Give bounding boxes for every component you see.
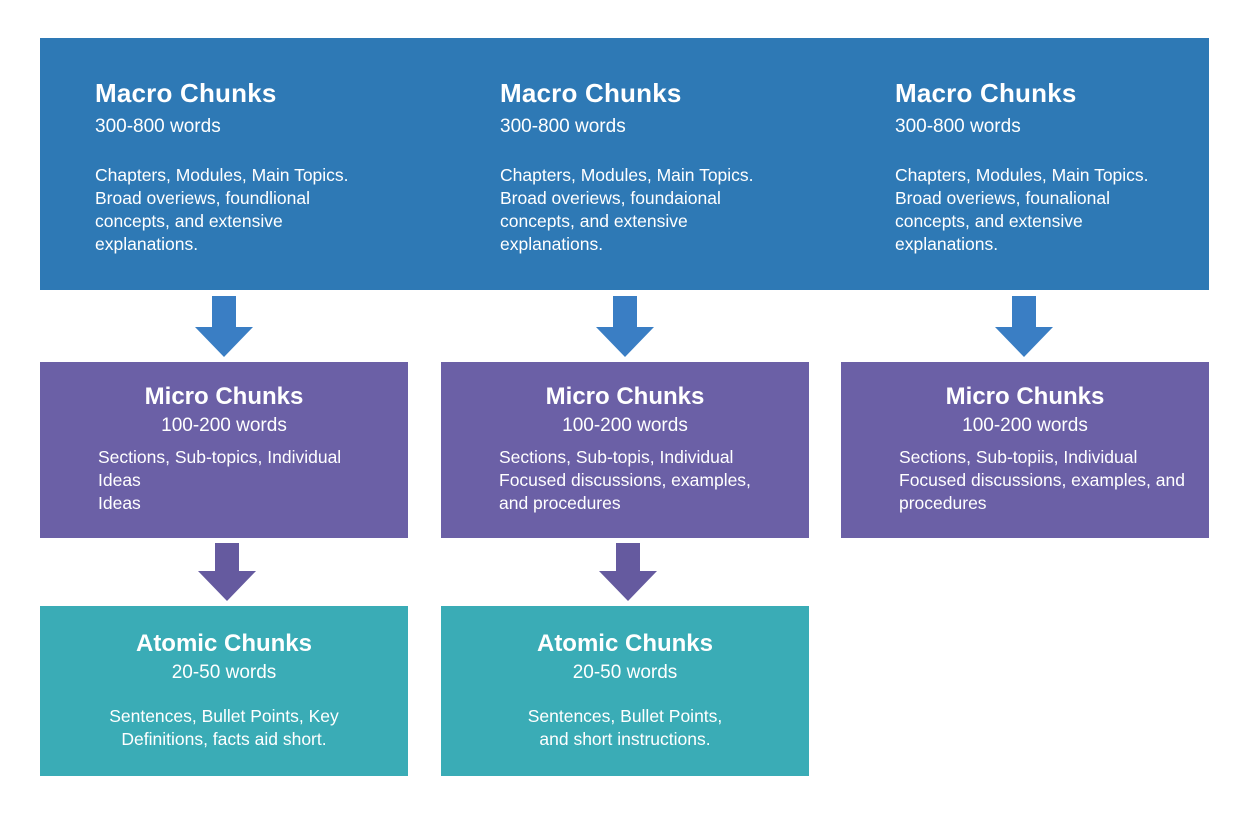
micro-description: Sections, Sub-topis, Individual Focused … xyxy=(499,447,751,513)
macro-word-range: 300-800 words xyxy=(95,116,221,137)
arrow-head xyxy=(596,327,654,357)
macro-description: Chapters, Modules, Main Topics. Broad ov… xyxy=(500,165,754,254)
macro-title: Macro Chunks xyxy=(500,78,682,108)
macro-title: Macro Chunks xyxy=(95,78,277,108)
macro-title: Macro Chunks xyxy=(895,78,1077,108)
arrow-shaft xyxy=(212,296,236,327)
atomic-chunks-box: Atomic Chunks 20-50 words Sentences, Bul… xyxy=(441,606,809,776)
down-arrow-icon xyxy=(599,543,657,601)
atomic-title: Atomic Chunks xyxy=(135,630,312,657)
atomic-description: Sentences, Bullet Points, and short inst… xyxy=(527,706,723,749)
macro-column: Macro Chunks 300-800 words Chapters, Mod… xyxy=(95,78,415,256)
arrow-head xyxy=(195,327,253,357)
down-arrow-icon xyxy=(596,296,654,357)
micro-description: Sections, Sub-topiis, Individual Focused… xyxy=(899,447,1185,513)
arrow-head xyxy=(599,571,657,601)
macro-description: Chapters, Modules, Main Topics. Broad ov… xyxy=(895,165,1149,254)
down-arrow-icon xyxy=(995,296,1053,357)
micro-word-range: 100-200 words xyxy=(161,415,287,436)
micro-title: Micro Chunks xyxy=(945,383,1105,410)
micro-title: Micro Chunks xyxy=(545,383,705,410)
atomic-title: Atomic Chunks xyxy=(536,630,713,657)
arrow-shaft xyxy=(616,543,640,571)
macro-column: Macro Chunks 300-800 words Chapters, Mod… xyxy=(500,78,820,256)
atomic-chunks-box: Atomic Chunks 20-50 words Sentences, Bul… xyxy=(40,606,408,776)
atomic-word-range: 20-50 words xyxy=(572,662,678,683)
micro-chunks-box: Micro Chunks 100-200 words Sections, Sub… xyxy=(40,362,408,538)
arrow-head xyxy=(995,327,1053,357)
atomic-word-range: 20-50 words xyxy=(171,662,277,683)
arrow-shaft xyxy=(215,543,239,571)
macro-column: Macro Chunks 300-800 words Chapters, Mod… xyxy=(895,78,1215,256)
down-arrow-icon xyxy=(195,296,253,357)
micro-word-range: 100-200 words xyxy=(962,415,1088,436)
arrow-head xyxy=(198,571,256,601)
micro-word-range: 100-200 words xyxy=(562,415,688,436)
macro-word-range: 300-800 words xyxy=(895,116,1021,137)
macro-description: Chapters, Modules, Main Topics. Broad ov… xyxy=(95,165,349,254)
micro-chunks-box: Micro Chunks 100-200 words Sections, Sub… xyxy=(841,362,1209,538)
down-arrow-icon xyxy=(198,543,256,601)
micro-title: Micro Chunks xyxy=(144,383,304,410)
micro-chunks-box: Micro Chunks 100-200 words Sections, Sub… xyxy=(441,362,809,538)
arrow-shaft xyxy=(1012,296,1036,327)
macro-word-range: 300-800 words xyxy=(500,116,626,137)
macro-chunks-banner: Macro Chunks 300-800 words Chapters, Mod… xyxy=(40,38,1209,290)
micro-description: Sections, Sub-topics, Individual Ideas I… xyxy=(98,447,342,513)
atomic-description: Sentences, Bullet Points, Key Definition… xyxy=(109,706,339,749)
arrow-shaft xyxy=(613,296,637,327)
